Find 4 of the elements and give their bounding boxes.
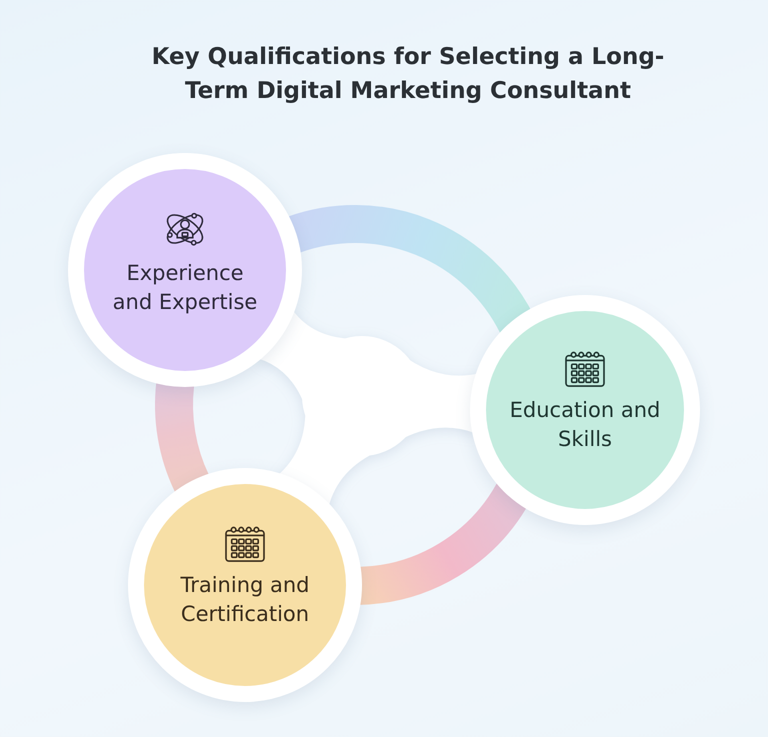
topic-label: Experience and Expertise [112, 260, 258, 316]
diagram-title: Key Qualifications for Selecting a Long-Term Digital Marketing Consultant [150, 43, 666, 106]
topic-label: Training and Certification [179, 572, 311, 628]
topic-label: Education and Skills [508, 397, 662, 453]
